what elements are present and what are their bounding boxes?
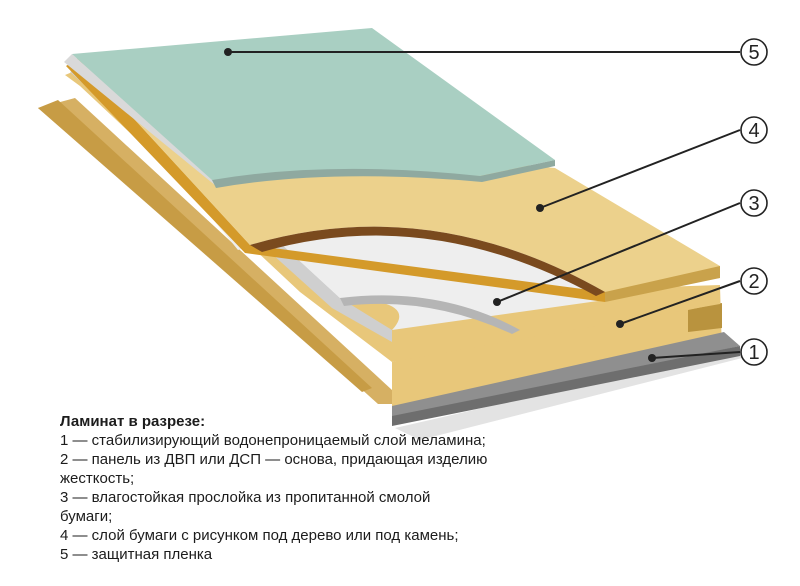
board-shadow (395, 350, 750, 440)
core-tongue (38, 100, 372, 392)
base-layer-edge (392, 346, 740, 426)
legend: Ламинат в разрезе: 1 — стабилизирующий в… (60, 412, 580, 564)
legend-line: бумаги; (60, 508, 113, 525)
callout-4-label: 4 (748, 120, 759, 142)
legend-title: Ламинат в разрезе: (60, 413, 206, 430)
decor-front-edge (605, 266, 720, 302)
protective-film (72, 28, 555, 180)
callout-1-label: 1 (748, 342, 759, 364)
callout-5-label: 5 (748, 42, 759, 64)
legend-line: 2 — панель из ДВП или ДСП — основа, прид… (60, 451, 488, 468)
film-curve-edge (212, 160, 555, 188)
callout-dots (224, 48, 656, 362)
decor-curve-edge (250, 226, 605, 296)
callout-3: 3 (740, 189, 768, 217)
film-edge (64, 54, 216, 186)
legend-line: жесткость; (60, 470, 135, 487)
callout-2-label: 2 (748, 271, 759, 293)
callout-3-label: 3 (748, 193, 759, 215)
callout-1: 1 (740, 338, 768, 366)
kraft-paper-curve-edge (340, 295, 520, 334)
callout-5: 5 (740, 38, 768, 66)
legend-line: 3 — влагостойкая прослойка из пропитанно… (60, 489, 431, 506)
callout-4: 4 (740, 116, 768, 144)
groove-shadow (688, 303, 722, 332)
legend-line: 1 — стабилизирующий водонепроницаемый сл… (60, 432, 486, 449)
kraft-paper (86, 64, 605, 330)
legend-line: 4 — слой бумаги с рисунком под дерево ил… (60, 527, 459, 544)
legend-line: 5 — защитная пленка (60, 546, 213, 563)
callout-2: 2 (740, 267, 768, 295)
callout-leaders (228, 51, 741, 359)
